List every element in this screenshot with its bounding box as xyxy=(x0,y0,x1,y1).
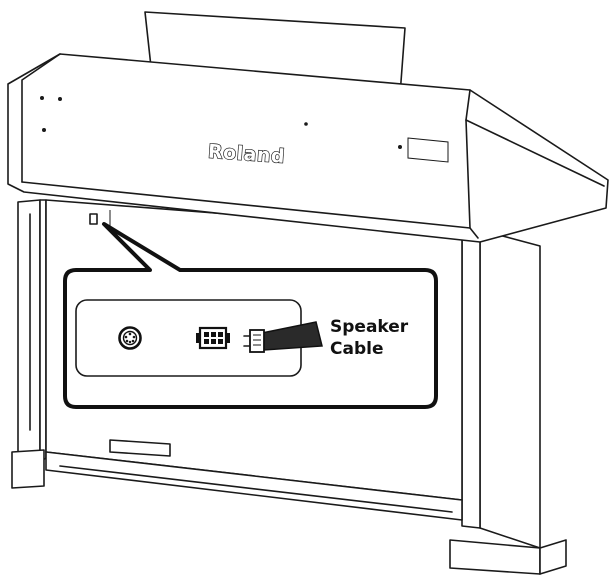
connector-location-mark xyxy=(89,213,98,225)
right-side-panel xyxy=(461,229,541,549)
speaker-cable-label-line1: Speaker xyxy=(330,317,409,337)
din-port-icon xyxy=(118,326,142,350)
foot-rail xyxy=(45,439,463,521)
speaker-cable-icon xyxy=(243,321,323,353)
left-foot xyxy=(11,449,45,489)
speaker-connector-icon xyxy=(196,326,230,350)
brand-logo: Roland xyxy=(207,141,286,168)
left-side-panel xyxy=(17,199,47,467)
right-foot xyxy=(449,539,541,575)
right-foot-side xyxy=(539,539,567,575)
callout-box: Speaker Cable xyxy=(63,222,438,409)
cabinet-body xyxy=(7,53,609,243)
speaker-cable-label-line2: Cable xyxy=(330,339,383,359)
